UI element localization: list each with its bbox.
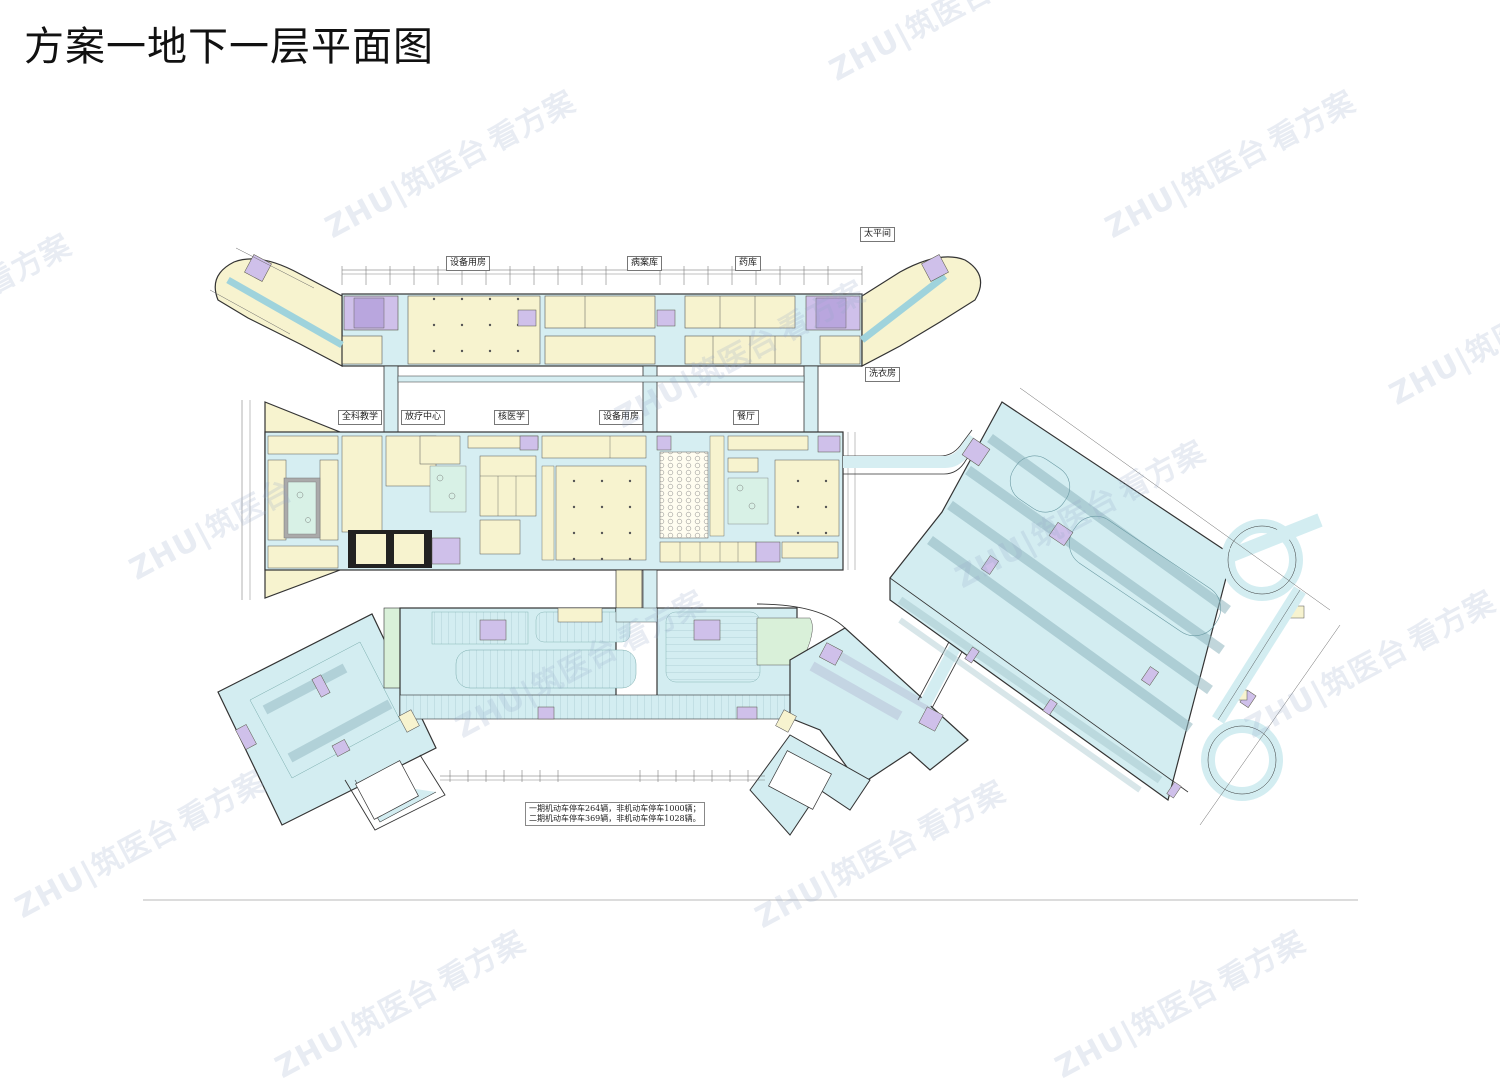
zone-label-restaurant: 餐厅 <box>733 410 760 425</box>
floor-plan <box>209 247 1341 836</box>
zone-label-laundry: 洗衣房 <box>865 367 901 382</box>
zone-label-radiotherapy: 放疗中心 <box>401 410 446 425</box>
footer-divider <box>143 899 1358 901</box>
parking-note-line-1: 一期机动车停车264辆，非机动车停车1000辆； <box>529 804 701 813</box>
zone-label-equipment-mid: 设备用房 <box>599 410 644 425</box>
zone-label-nuclear-medicine: 核医学 <box>494 410 530 425</box>
zone-label-equipment-top: 设备用房 <box>446 256 491 271</box>
zone-label-records: 病案库 <box>627 256 663 271</box>
parking-note-line-2: 二期机动车停车369辆，非机动车停车1028辆。 <box>529 814 701 823</box>
middle-block <box>241 400 979 611</box>
parking-phase-1 <box>217 603 969 836</box>
courtyard-left <box>287 481 317 535</box>
top-wing <box>209 247 982 433</box>
parking-phase-2 <box>889 387 1341 826</box>
zone-label-morgue: 太平间 <box>860 227 896 242</box>
zone-label-general-teaching: 全科教学 <box>338 410 383 425</box>
zone-label-pharmacy-store: 药库 <box>735 256 762 271</box>
parking-capacity-note: 一期机动车停车264辆，非机动车停车1000辆； 二期机动车停车369辆，非机动… <box>525 802 705 826</box>
page-title: 方案一地下一层平面图 <box>24 24 434 70</box>
